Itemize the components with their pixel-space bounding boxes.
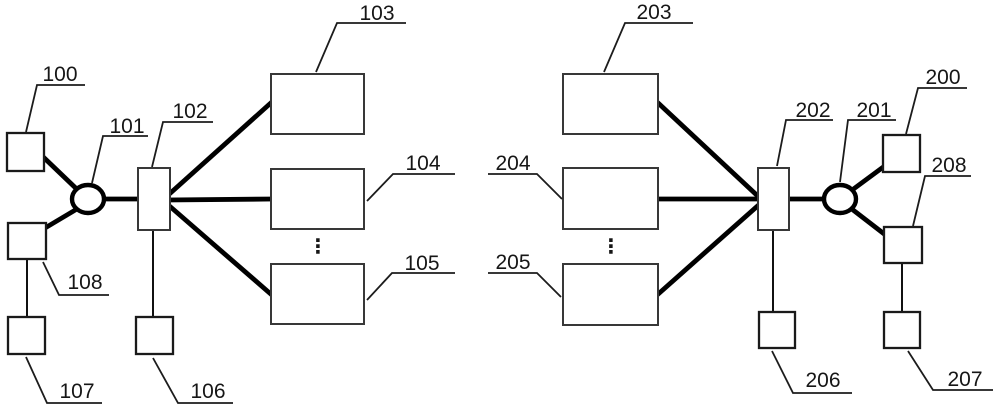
leader-205	[488, 272, 562, 298]
leader-104	[366, 173, 455, 202]
label-104: 104	[405, 152, 440, 175]
label-202: 202	[795, 99, 830, 122]
leader-106	[152, 357, 233, 404]
right-diagram-nodes	[562, 73, 924, 350]
node-108-square	[6, 221, 48, 261]
node-205-box	[562, 263, 659, 326]
node-208-square	[882, 225, 924, 265]
line-203-202	[654, 99, 764, 202]
label-208: 208	[931, 154, 966, 177]
reference-labels: 100 101 102 103 104 105 106 107 108 200 …	[42, 1, 982, 403]
label-103: 103	[359, 2, 394, 25]
label-106: 106	[190, 380, 225, 403]
label-205: 205	[495, 251, 530, 274]
line-205-202	[654, 200, 764, 298]
leader-201	[839, 119, 896, 183]
leader-102	[151, 121, 213, 168]
node-102-rect	[137, 167, 171, 231]
leader-208	[912, 175, 971, 227]
node-200-square	[881, 133, 922, 174]
node-100-square	[5, 131, 46, 173]
node-106-square	[134, 315, 175, 356]
node-201-circle	[821, 182, 859, 216]
line-102-105	[164, 201, 275, 298]
node-104-box	[270, 168, 365, 230]
leader-107	[25, 356, 102, 404]
node-203-box	[562, 73, 659, 135]
leader-203	[603, 22, 693, 73]
node-103-box	[270, 73, 365, 135]
line-102-104	[165, 196, 274, 203]
label-204: 204	[495, 152, 530, 175]
leader-105	[366, 272, 455, 301]
label-100: 100	[42, 63, 77, 86]
leader-207	[907, 350, 993, 391]
thin-connections	[26, 230, 903, 319]
label-105: 105	[404, 252, 439, 275]
node-107-square	[6, 315, 47, 356]
leader-lines	[25, 22, 993, 404]
leader-108	[42, 261, 109, 296]
label-207: 207	[947, 368, 982, 391]
label-200: 200	[925, 66, 960, 89]
label-203: 203	[636, 1, 671, 24]
label-102: 102	[172, 100, 207, 123]
node-101-circle	[69, 182, 107, 216]
vertical-ellipsis-left: ⋮	[308, 234, 328, 258]
label-108: 108	[67, 271, 102, 294]
leader-200	[905, 87, 967, 135]
label-206: 206	[805, 369, 840, 392]
node-206-square	[757, 310, 797, 350]
node-204-box	[562, 167, 659, 230]
leader-202	[776, 119, 833, 167]
label-101: 101	[109, 115, 144, 138]
label-201: 201	[856, 99, 891, 122]
node-207-square	[882, 310, 922, 350]
leader-100	[25, 84, 85, 133]
vertical-ellipsis-right: ⋮	[601, 234, 621, 258]
node-202-rect	[757, 167, 790, 231]
node-105-box	[270, 263, 365, 325]
leader-206	[771, 350, 852, 394]
line-102-103	[164, 99, 275, 199]
leader-101	[91, 135, 148, 184]
label-107: 107	[59, 380, 94, 403]
left-diagram-nodes	[5, 73, 365, 356]
leader-103	[315, 22, 406, 73]
leader-204	[488, 173, 563, 200]
